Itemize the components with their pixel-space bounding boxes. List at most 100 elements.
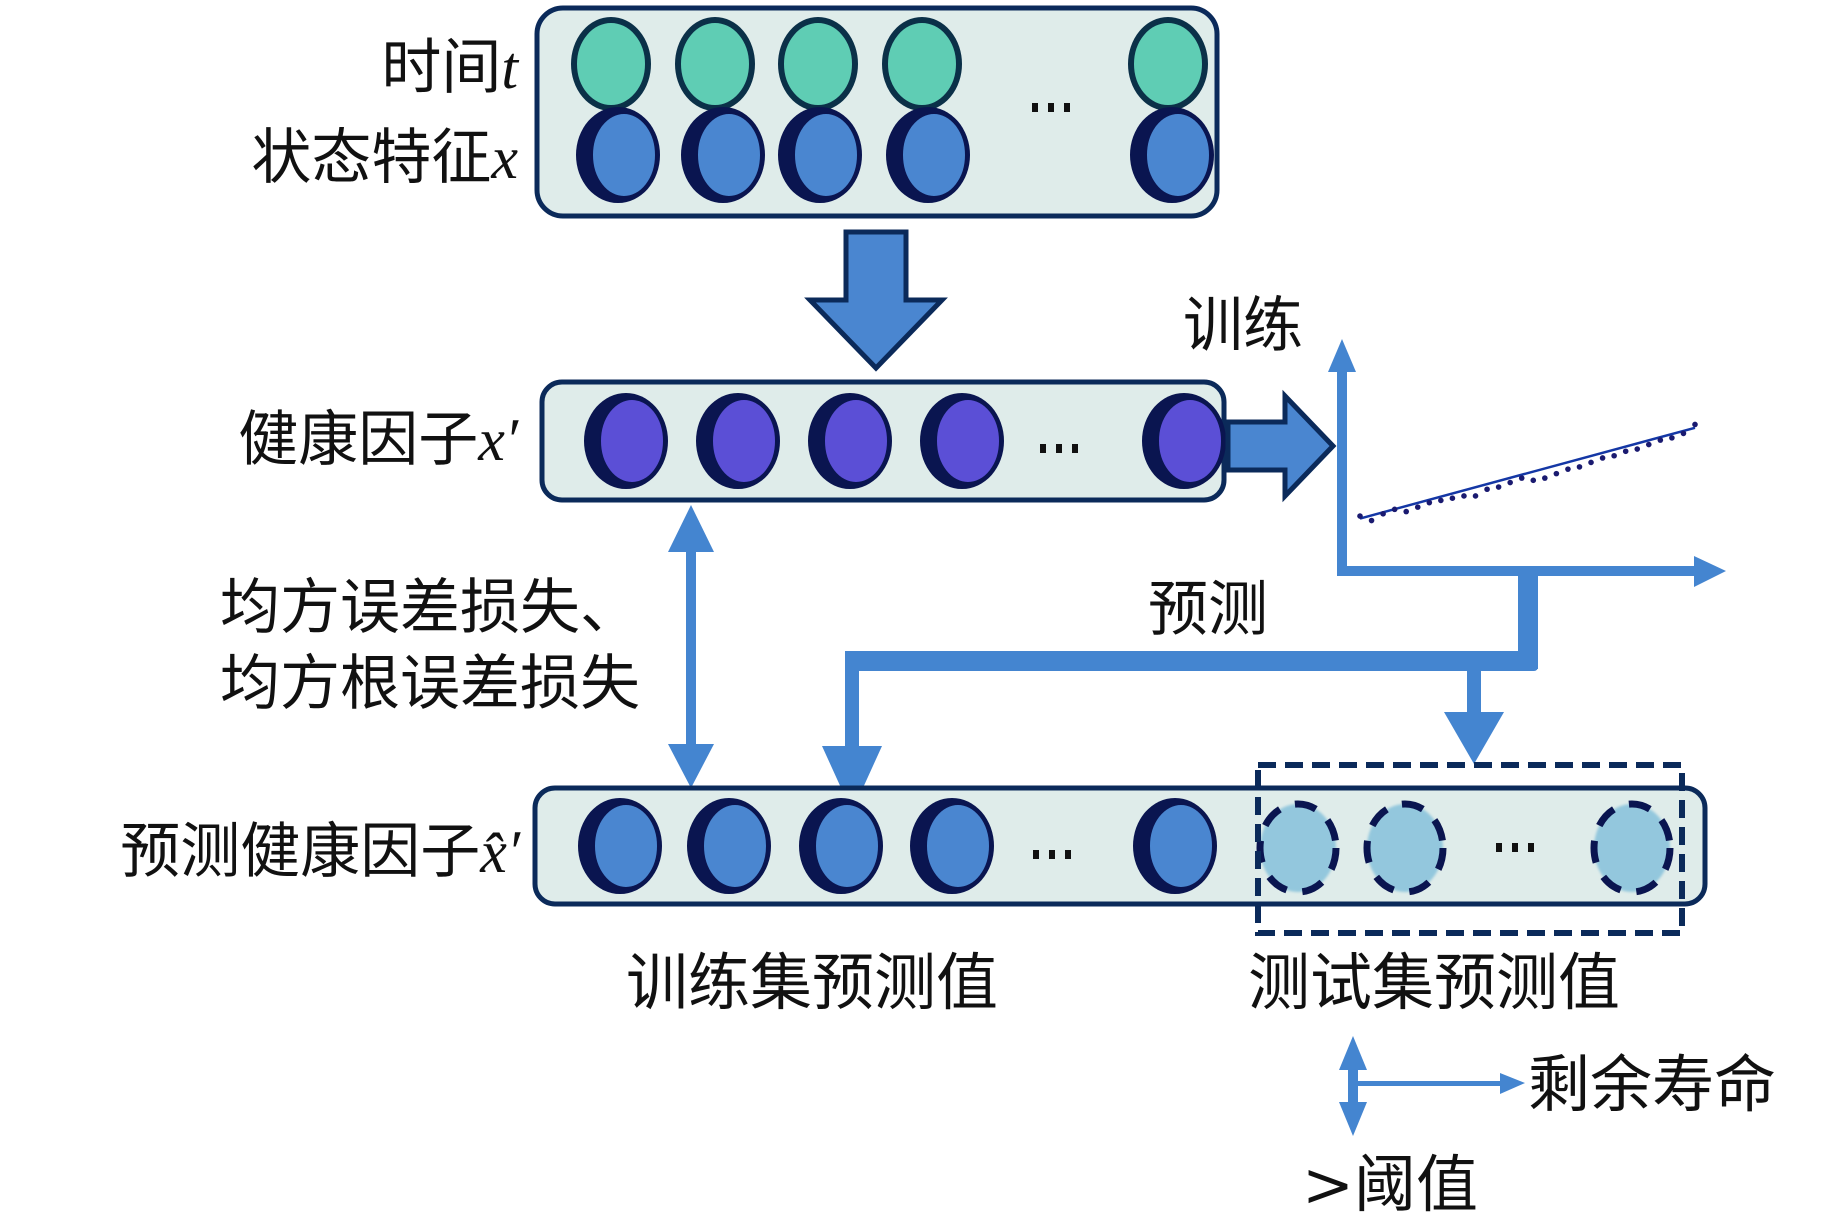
data-point (1403, 508, 1410, 515)
data-point (1634, 446, 1641, 452)
time-symbol: t (501, 35, 518, 101)
feature-node (1130, 107, 1214, 203)
data-point (1657, 437, 1664, 443)
predict-path (822, 566, 1538, 812)
x-axis-arrow-icon (1694, 556, 1726, 587)
y-axis-arrow-icon (1328, 339, 1356, 372)
data-point (1391, 506, 1398, 513)
predicted-label-text: 预测健康因子 (120, 817, 481, 887)
pred-train-nodes (578, 798, 1217, 894)
pred-train-node (687, 798, 771, 894)
time-nodes (571, 17, 1208, 111)
x-axis (1337, 566, 1697, 576)
pred-test-node (1363, 800, 1447, 896)
right-arrow-small-icon (1500, 1073, 1525, 1094)
time-node (675, 17, 755, 111)
feature-symbol: x (491, 125, 518, 191)
data-point (1507, 479, 1513, 486)
data-point (1553, 470, 1560, 477)
pred-train-ellipsis (1033, 850, 1071, 859)
data-point (1680, 430, 1687, 437)
pred-test-node (1256, 800, 1340, 896)
loss-label-line2: 均方根误差损失 (220, 649, 640, 719)
feature-nodes (576, 107, 1214, 203)
pred-train-node (1133, 798, 1217, 894)
feature-node (576, 107, 660, 203)
health-node (584, 393, 668, 489)
health-ellipsis (1040, 444, 1078, 453)
data-point (1692, 421, 1698, 428)
data-point (1414, 504, 1421, 510)
down-arrow-small-icon (1339, 1102, 1367, 1136)
data-point (1669, 435, 1675, 441)
pred-test-node (1590, 800, 1674, 896)
time-node (571, 17, 651, 111)
data-point (1495, 484, 1502, 490)
data-point (1461, 493, 1467, 499)
train-label: 训练 (1183, 291, 1303, 361)
time-node (882, 17, 962, 111)
health-node (920, 393, 1004, 489)
predicted-label: 预测健康因子x̂′ (40, 822, 520, 882)
predict-test-arrow-icon (1444, 712, 1504, 764)
data-point (1588, 459, 1594, 466)
predict-train-arrow-icon (822, 746, 882, 812)
data-point (1530, 477, 1537, 484)
data-point (1368, 517, 1375, 524)
fit-line (1359, 426, 1696, 520)
loss-double-arrow-icon (668, 505, 714, 788)
health-label-text: 健康因子 (238, 405, 479, 475)
train-arrow-icon (1225, 389, 1337, 503)
pred-test-ellipsis (1496, 843, 1534, 852)
y-axis (1337, 370, 1347, 575)
data-point (1380, 511, 1386, 517)
data-point (1426, 499, 1433, 506)
data-point (1576, 464, 1583, 470)
pred-train-node (578, 798, 662, 894)
predicted-symbol: x̂′ (480, 819, 520, 885)
data-point (1357, 513, 1363, 519)
down-arrow-icon (804, 229, 948, 372)
data-point (1622, 448, 1629, 455)
test-caption: 测试集预测值 (1248, 946, 1621, 1019)
data-point (1484, 486, 1490, 493)
data-point (1518, 475, 1525, 481)
data-point (1565, 466, 1571, 472)
training-chart (1328, 339, 1726, 587)
input-ellipsis (1032, 103, 1070, 112)
health-node (696, 393, 780, 489)
data-point (1449, 495, 1456, 501)
feature-label-text: 状态特征 (251, 123, 492, 193)
chart-marks (1357, 421, 1698, 524)
health-symbol: x′ (478, 407, 518, 473)
threshold-label: >阈值 (1302, 1148, 1478, 1221)
health-nodes (584, 393, 1226, 489)
health-label: 健康因子x′ (150, 410, 518, 470)
time-label-text: 时间 (381, 33, 502, 103)
pred-train-node (799, 798, 883, 894)
predict-label: 预测 (1148, 575, 1268, 645)
feature-node (886, 107, 970, 203)
train-caption: 训练集预测值 (626, 946, 999, 1019)
feature-label: 状态特征x (180, 128, 518, 188)
rul-label: 剩余寿命 (1528, 1048, 1777, 1121)
data-point (1599, 455, 1606, 461)
data-point (1472, 493, 1479, 499)
health-node (808, 393, 892, 489)
health-node (1142, 393, 1226, 489)
data-point (1611, 452, 1617, 459)
pred-test-nodes (1256, 800, 1674, 896)
data-point (1438, 497, 1444, 504)
time-node (1128, 17, 1208, 111)
feature-node (778, 107, 862, 203)
pred-train-node (910, 798, 994, 894)
time-node (778, 17, 858, 111)
rul-arrows (1339, 1036, 1525, 1136)
time-label: 时间t (300, 38, 518, 98)
data-point (1542, 475, 1548, 481)
up-arrow-icon (1339, 1036, 1367, 1070)
feature-node (681, 107, 765, 203)
loss-label-line1: 均方误差损失、 (220, 573, 640, 643)
data-point (1645, 441, 1652, 448)
